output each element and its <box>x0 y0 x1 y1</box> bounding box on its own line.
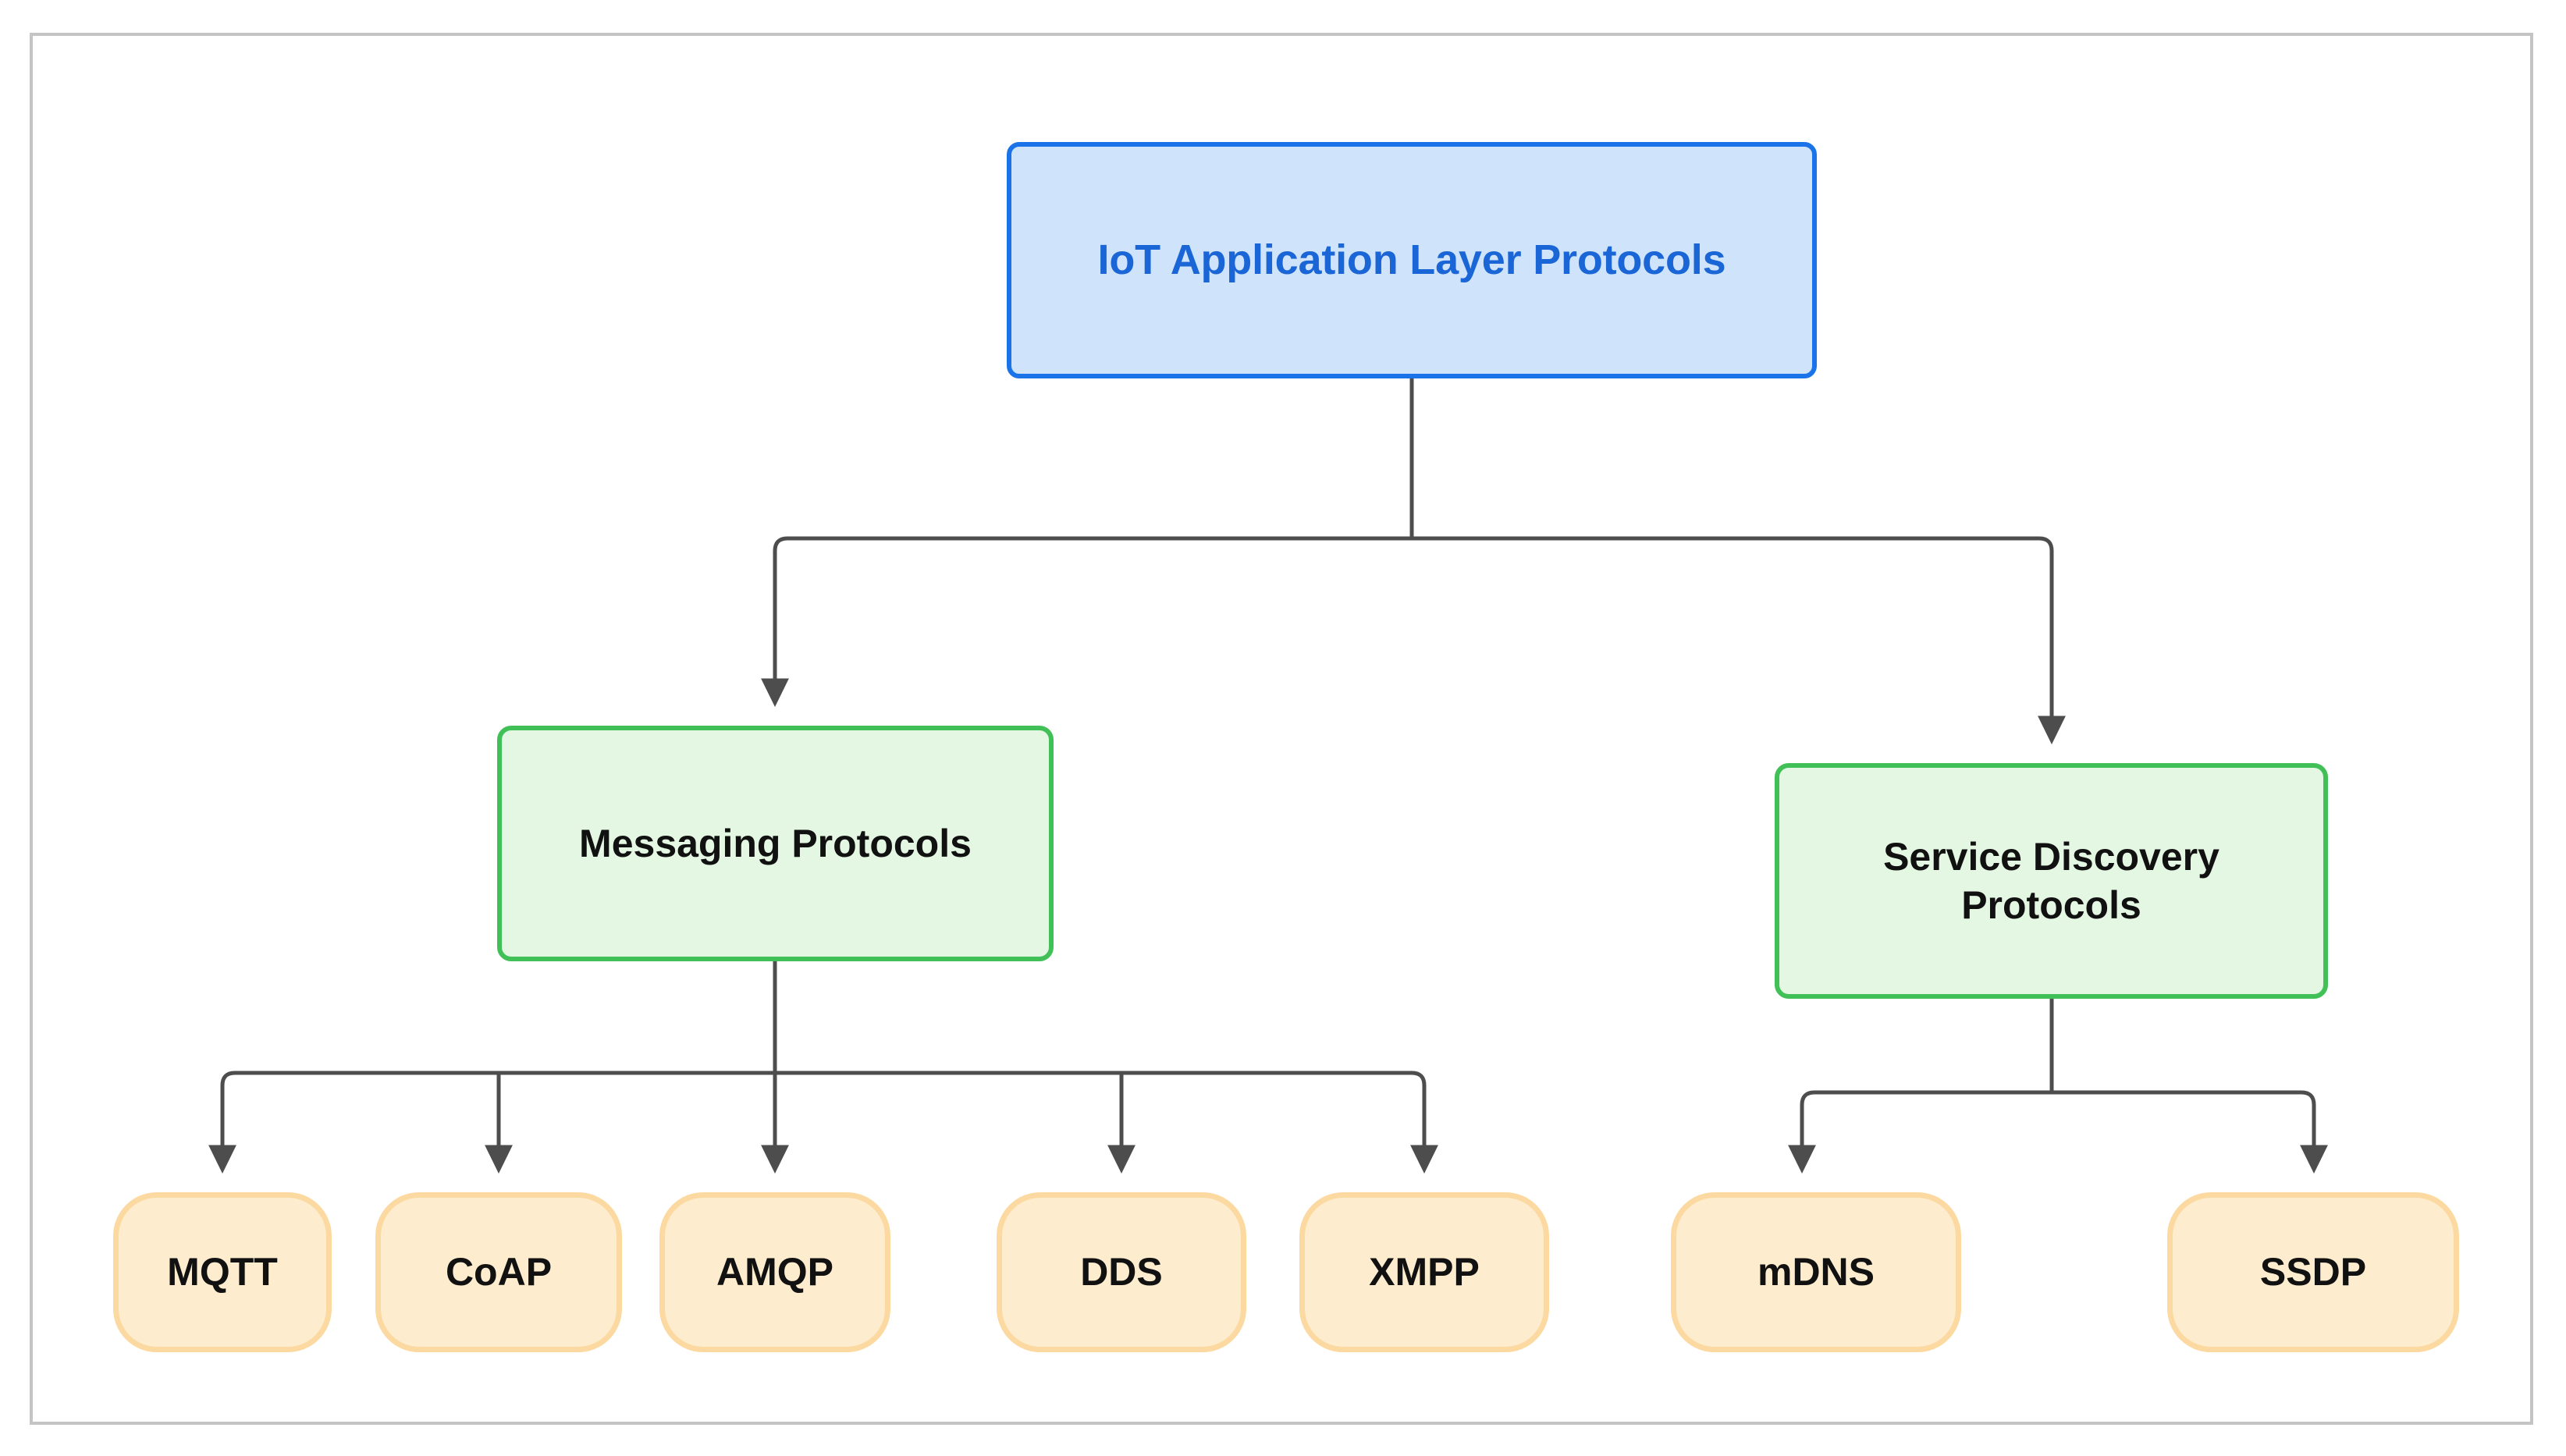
node-service-discovery-protocols-label: Service Discovery Protocols <box>1883 834 2219 928</box>
node-mqtt-label: MQTT <box>167 1250 278 1294</box>
node-amqp-label: AMQP <box>716 1250 833 1294</box>
node-messaging-protocols[interactable]: Messaging Protocols <box>497 726 1054 961</box>
node-service-discovery-protocols[interactable]: Service Discovery Protocols <box>1775 763 2328 999</box>
node-dds[interactable]: DDS <box>997 1192 1246 1352</box>
node-mqtt[interactable]: MQTT <box>113 1192 332 1352</box>
node-ssdp-label: SSDP <box>2259 1250 2367 1294</box>
node-coap[interactable]: CoAP <box>375 1192 622 1352</box>
node-mdns[interactable]: mDNS <box>1671 1192 1961 1352</box>
node-root[interactable]: IoT Application Layer Protocols <box>1007 142 1817 378</box>
node-messaging-protocols-label: Messaging Protocols <box>579 821 972 865</box>
node-amqp[interactable]: AMQP <box>659 1192 890 1352</box>
node-xmpp[interactable]: XMPP <box>1299 1192 1549 1352</box>
node-mdns-label: mDNS <box>1757 1250 1875 1294</box>
node-xmpp-label: XMPP <box>1369 1250 1480 1294</box>
node-ssdp[interactable]: SSDP <box>2167 1192 2459 1352</box>
node-coap-label: CoAP <box>445 1250 553 1294</box>
node-root-label: IoT Application Layer Protocols <box>1097 236 1726 283</box>
node-dds-label: DDS <box>1080 1250 1163 1294</box>
